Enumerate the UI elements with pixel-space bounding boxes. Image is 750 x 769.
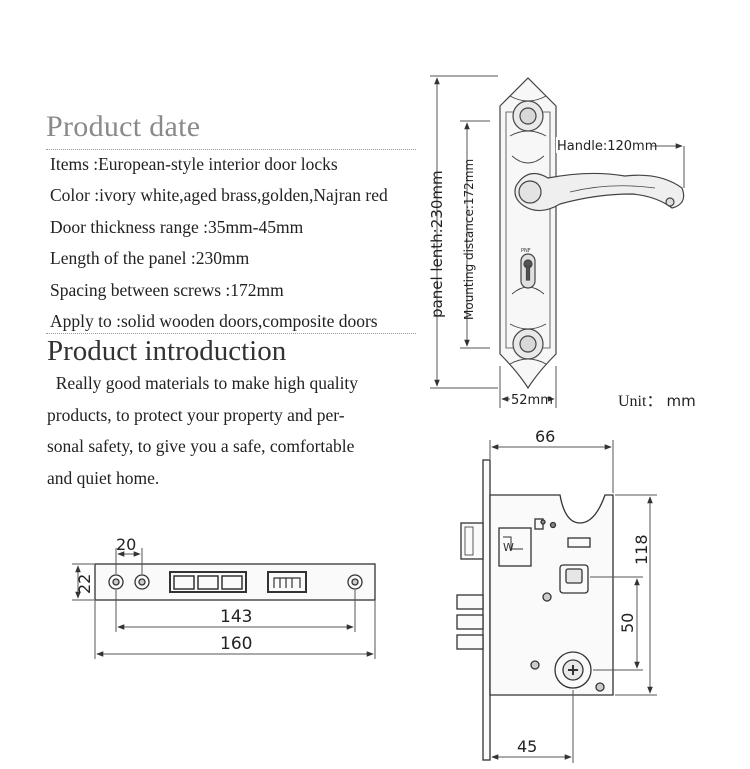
- lock-center-label: 50: [618, 613, 637, 633]
- unit-value: mm: [666, 392, 696, 410]
- door-handle-drawing: panel lenth:230mm Mounting distance:172m…: [428, 75, 685, 408]
- mounting-distance-label: Mounting distance:172mm: [462, 159, 476, 320]
- faceplate-height-label: 22: [75, 574, 94, 594]
- unit-label: Unit： mm: [618, 387, 696, 411]
- intro-line: products, to protect your property and p…: [47, 404, 345, 425]
- faceplate-drawing: 22 20 143 160: [72, 535, 376, 659]
- panel-width-label-bg: [510, 391, 548, 406]
- panel-width-label: 52mm: [511, 393, 553, 408]
- lock-width-label: 66: [535, 427, 555, 446]
- lock-body-dimensions: [489, 440, 657, 763]
- spec-door-thickness: Door thickness range :35mm-45mm: [50, 216, 304, 237]
- intro-line: Really good materials to make high quali…: [47, 373, 359, 393]
- mounting-distance-dimension: [460, 120, 490, 349]
- spec-panel-length: Length of the panel :230mm: [50, 248, 250, 269]
- faceplate-total-label: 160: [220, 634, 252, 654]
- unit-label-text: Unit：: [618, 393, 663, 410]
- lock-backset-label: 45: [517, 737, 537, 756]
- spec-items: Items :European-style interior door lock…: [50, 154, 338, 174]
- product-introduction-text: Really good materials to make high quali…: [47, 368, 415, 494]
- keyhole-mark: PNF: [521, 248, 531, 254]
- lock-height-label: 118: [632, 534, 651, 565]
- lever-handle: [514, 172, 685, 212]
- faceplate-body: [94, 563, 376, 601]
- intro-line: and quiet home.: [47, 467, 160, 488]
- intro-line: sonal safety, to give you a safe, comfor…: [47, 436, 355, 456]
- spec-screw-spacing: Spacing between screws :172mm: [50, 279, 284, 300]
- spec-list: Items :European-style interior door lock…: [50, 150, 430, 338]
- faceplate-dimensions: [72, 548, 376, 659]
- spec-divider: [46, 333, 416, 334]
- lock-body-drawing: W 66 118 50 45: [456, 427, 657, 763]
- faceplate-screws-label: 143: [220, 607, 252, 627]
- product-date-title: Product date: [46, 110, 201, 143]
- faceplate-spacing-label: 20: [116, 535, 136, 554]
- latch-mark: W: [503, 541, 514, 554]
- lock-body: [456, 459, 614, 761]
- handle-length-label: Handle:120mm: [557, 139, 657, 154]
- spec-apply-to: Apply to :solid wooden doors,composite d…: [50, 310, 378, 331]
- panel-length-label: panel lenth:230mm: [428, 170, 446, 318]
- product-introduction-title: Product introduction: [47, 335, 287, 367]
- escutcheon-panel: [499, 77, 557, 390]
- spec-color: Color :ivory white,aged brass,golden,Naj…: [50, 185, 388, 206]
- handle-label-bg: [556, 137, 651, 153]
- panel-length-dimension: [430, 75, 498, 389]
- title-divider: [46, 149, 416, 150]
